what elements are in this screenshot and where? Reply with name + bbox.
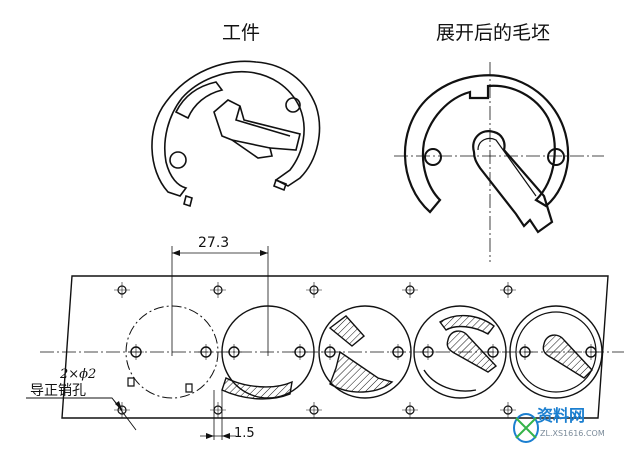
blank-slot-inner (477, 137, 537, 197)
strip-outline (61, 275, 609, 419)
workpiece-hole-right (285, 97, 301, 113)
watermark-logo (513, 413, 539, 443)
watermark-url: ZL.XS1616.COM (540, 429, 605, 438)
blank-title: 展开后的毛坯 (436, 22, 551, 44)
station1-notch-right (185, 383, 193, 393)
watermark-title: 资料网 (537, 406, 586, 425)
pitch-arrow-right (260, 250, 268, 256)
workpiece-tab (213, 99, 301, 159)
station3-circle (318, 305, 412, 399)
workpiece-lip-right (273, 178, 287, 192)
workpiece-inner-flange (174, 81, 224, 120)
station2-hatched-sector (221, 377, 293, 400)
gap-dimension-label: 1.5 (234, 426, 255, 441)
pitch-dimension-label: 27.3 (198, 235, 230, 251)
station5-circle (509, 305, 603, 399)
blank-hole-right (547, 148, 565, 166)
pilot-hole-label: 导正销孔 (30, 383, 86, 399)
workpiece-hole-left (169, 151, 187, 169)
gap-arrow-left (206, 433, 214, 439)
station1-circle (125, 305, 219, 399)
workpiece-tab-fold (231, 105, 291, 149)
strip-layout (26, 246, 624, 440)
station4-hatched-ring (438, 315, 495, 335)
station3-hatched-upper (328, 315, 366, 347)
station4-slot (446, 330, 498, 373)
workpiece-title: 工件 (222, 22, 261, 44)
workpiece-lip-left (183, 194, 193, 208)
station1-notch-left (127, 377, 135, 387)
pin-dimension-label: 2×ϕ2 (60, 367, 97, 382)
station4-circle (413, 305, 507, 399)
blank-view (394, 62, 604, 262)
blank-outer-contour (403, 74, 570, 214)
pitch-arrow-left (172, 250, 180, 256)
station4-inner-arc (423, 369, 477, 392)
blank-hole-left (424, 148, 442, 166)
pin-leader-arrow (115, 401, 122, 410)
workpiece-view (151, 60, 321, 208)
blank-slot (472, 130, 554, 234)
gap-arrow-right (222, 433, 230, 439)
workpiece-outer-contour (151, 60, 321, 197)
station5-slot (542, 334, 593, 379)
station3-hatched-lower (329, 350, 394, 393)
edge-hole-crosshairs (114, 282, 599, 418)
